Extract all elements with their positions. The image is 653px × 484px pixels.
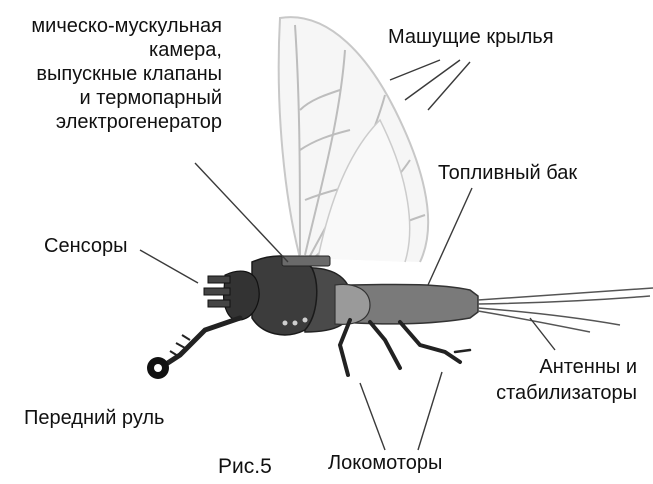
- label-chamber-line: мическо-мускульная: [31, 14, 222, 38]
- leader-chamber: [195, 163, 288, 262]
- sensor-prong: [208, 300, 230, 307]
- label-fuel-tank: Топливный бак: [438, 162, 577, 184]
- sensor-prong: [204, 288, 230, 295]
- wings: [279, 17, 428, 262]
- leader-wings-2: [405, 60, 460, 100]
- leader-locomotors-2: [418, 372, 442, 450]
- label-chamber-line: камера,: [31, 38, 222, 62]
- label-wings: Машущие крылья: [388, 26, 554, 48]
- leader-sensors: [140, 250, 198, 283]
- label-antennas-line: Антенны и: [496, 354, 637, 380]
- label-sensors: Сенсоры: [44, 235, 127, 257]
- label-chamber-line: и термопарный: [31, 86, 222, 110]
- leader-locomotors-1: [360, 383, 385, 450]
- insect-body: [204, 256, 478, 335]
- label-chamber: мическо-мускульная камера, выпускные кла…: [31, 14, 222, 134]
- sensor-prong: [208, 276, 230, 283]
- label-antennas: Антенны и стабилизаторы: [496, 354, 637, 406]
- locomotor-legs: [340, 320, 470, 375]
- leader-wings-3: [428, 62, 470, 110]
- leader-fuel-tank: [428, 188, 472, 285]
- front-arm: [147, 318, 240, 379]
- wing-hinge: [282, 256, 330, 266]
- antennas: [478, 288, 653, 332]
- leader-wings-1: [390, 60, 440, 80]
- label-antennas-line: стабилизаторы: [496, 380, 637, 406]
- bolt: [303, 318, 308, 323]
- figure-caption: Рис.5: [218, 456, 272, 478]
- label-locomotors: Локомоторы: [328, 452, 442, 474]
- label-front-rudder: Передний руль: [24, 407, 164, 429]
- label-chamber-line: выпускные клапаны: [31, 62, 222, 86]
- label-chamber-line: электрогенератор: [31, 110, 222, 134]
- bolt: [293, 321, 298, 326]
- bolt: [283, 321, 288, 326]
